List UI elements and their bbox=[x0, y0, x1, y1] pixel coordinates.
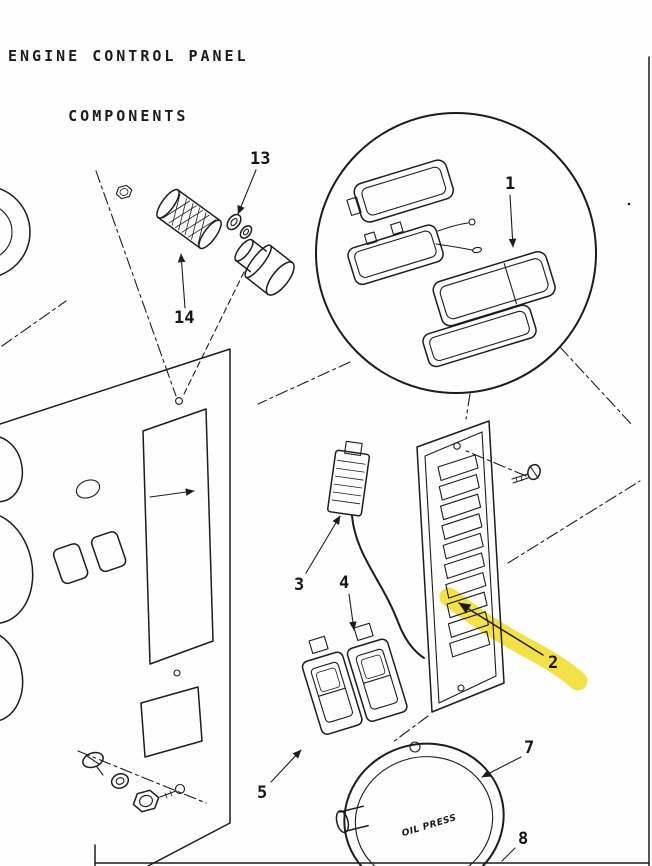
lamp-washer bbox=[226, 213, 253, 239]
hardware-axis-phantom bbox=[77, 750, 207, 804]
connector-block bbox=[327, 440, 425, 659]
connector-wire bbox=[351, 515, 425, 659]
callout-5: 5 bbox=[257, 749, 302, 803]
callout-7: 7 bbox=[481, 738, 534, 778]
callout-1-label: 1 bbox=[505, 174, 515, 194]
gauge-outer-rim bbox=[343, 742, 505, 866]
callout-3: 3 bbox=[294, 515, 341, 595]
flat-screw bbox=[82, 751, 104, 776]
oil-pressure-gauge: OIL PRESS bbox=[335, 741, 505, 866]
phantom-circle-right bbox=[559, 346, 634, 427]
strip-plate-top-hole bbox=[453, 442, 461, 450]
panel-lamp-hole bbox=[175, 397, 183, 405]
callout-14-leader bbox=[177, 253, 186, 309]
lamp-module-top bbox=[346, 159, 455, 223]
panel-lower-cutout bbox=[140, 686, 203, 758]
scan-speck bbox=[627, 202, 631, 206]
callout-1-leader bbox=[508, 194, 517, 248]
gauge-stem bbox=[335, 805, 369, 834]
panel-mounting-hardware bbox=[77, 750, 207, 813]
callout-3-leader bbox=[305, 515, 341, 574]
hex-nut bbox=[132, 789, 160, 813]
assembly-direction-arrow bbox=[149, 488, 195, 498]
phantom-strip-right bbox=[507, 480, 641, 564]
callout-8-label: 8 bbox=[518, 829, 528, 849]
phantom-circle-to-strip bbox=[465, 393, 471, 420]
gauge-top-boss bbox=[409, 741, 421, 753]
phantom-line-top-left bbox=[1, 300, 67, 347]
switch-plug-left bbox=[308, 635, 329, 654]
panel-outline bbox=[0, 348, 231, 866]
callout-14-label: 14 bbox=[174, 308, 194, 328]
knurled-lamp-knob bbox=[156, 188, 222, 250]
screw-axis-phantom bbox=[463, 449, 527, 477]
detail-circle-item1: 1 bbox=[315, 112, 597, 394]
strip-plate-screw bbox=[463, 449, 541, 484]
panel-square-hole-left bbox=[52, 543, 89, 585]
lamp-housing bbox=[432, 250, 556, 327]
lamp-assembly-axis-phantom bbox=[95, 170, 177, 397]
callout-2-leader bbox=[458, 602, 544, 656]
indicator-light-strip-plate bbox=[416, 420, 505, 713]
switch-plug-right bbox=[353, 622, 374, 641]
rocker-switch-left bbox=[301, 651, 363, 735]
callout-1: 1 bbox=[505, 174, 517, 248]
left-edge-partial-ring bbox=[0, 188, 31, 276]
panel-gauge-hole-3 bbox=[0, 629, 24, 723]
callout-2: 2 bbox=[458, 602, 558, 673]
callout-5-leader bbox=[270, 749, 302, 783]
strip-plate-bottom-hole bbox=[457, 684, 465, 692]
strip-plate-inner-border bbox=[424, 431, 497, 704]
lock-washer bbox=[110, 773, 130, 789]
lamp-module-middle bbox=[347, 221, 444, 286]
panel-oval-hole bbox=[75, 479, 101, 499]
callout-4-leader bbox=[348, 593, 357, 631]
gauge-inner-rim bbox=[354, 756, 494, 866]
callout-13-label: 13 bbox=[250, 149, 270, 169]
lamp-wires bbox=[435, 218, 483, 254]
strip-plate-outline bbox=[416, 420, 505, 713]
callout-14: 14 bbox=[174, 253, 194, 328]
highlight-marker-item2 bbox=[439, 587, 588, 691]
panel-gauge-hole-1 bbox=[0, 435, 24, 503]
drawing-title-line1: ENGINE CONTROL PANEL bbox=[8, 46, 249, 65]
callout-7-leader bbox=[481, 756, 522, 778]
gauge-face-label: OIL PRESS bbox=[401, 813, 458, 839]
callout-8-leader bbox=[501, 847, 516, 862]
callout-7-label: 7 bbox=[524, 738, 534, 758]
axis-hex-nut bbox=[115, 184, 133, 200]
lamp-lens-cover bbox=[422, 304, 537, 368]
callout-5-label: 5 bbox=[257, 783, 267, 803]
callout-4: 4 bbox=[339, 573, 357, 631]
lamp-lens-holder bbox=[234, 238, 295, 296]
phantom-circle-to-panel bbox=[257, 361, 351, 405]
panel-square-hole-right bbox=[90, 531, 127, 573]
small-bolt bbox=[159, 783, 186, 799]
callout-13: 13 bbox=[237, 149, 270, 215]
rocker-switch-right bbox=[346, 638, 408, 722]
drawing-title-line2: COMPONENTS bbox=[68, 107, 189, 126]
callout-8: 8 bbox=[501, 829, 528, 862]
panel-gauge-hole-2 bbox=[0, 511, 34, 625]
callout-4-label: 4 bbox=[339, 573, 349, 593]
phantom-strip-lower bbox=[392, 715, 429, 743]
control-panel-plate bbox=[0, 348, 231, 866]
lamp-parts-leader-dashed bbox=[183, 267, 247, 395]
panel-small-hole bbox=[173, 669, 181, 677]
panel-large-cutout bbox=[142, 408, 214, 665]
callout-13-leader bbox=[237, 169, 257, 215]
callout-2-label: 2 bbox=[548, 653, 558, 673]
rocker-switch-pair bbox=[301, 622, 408, 735]
callout-3-label: 3 bbox=[294, 575, 304, 595]
detail-circle-outline bbox=[315, 112, 597, 394]
drawing-title: ENGINE CONTROL PANEL COMPONENTS bbox=[8, 5, 249, 167]
